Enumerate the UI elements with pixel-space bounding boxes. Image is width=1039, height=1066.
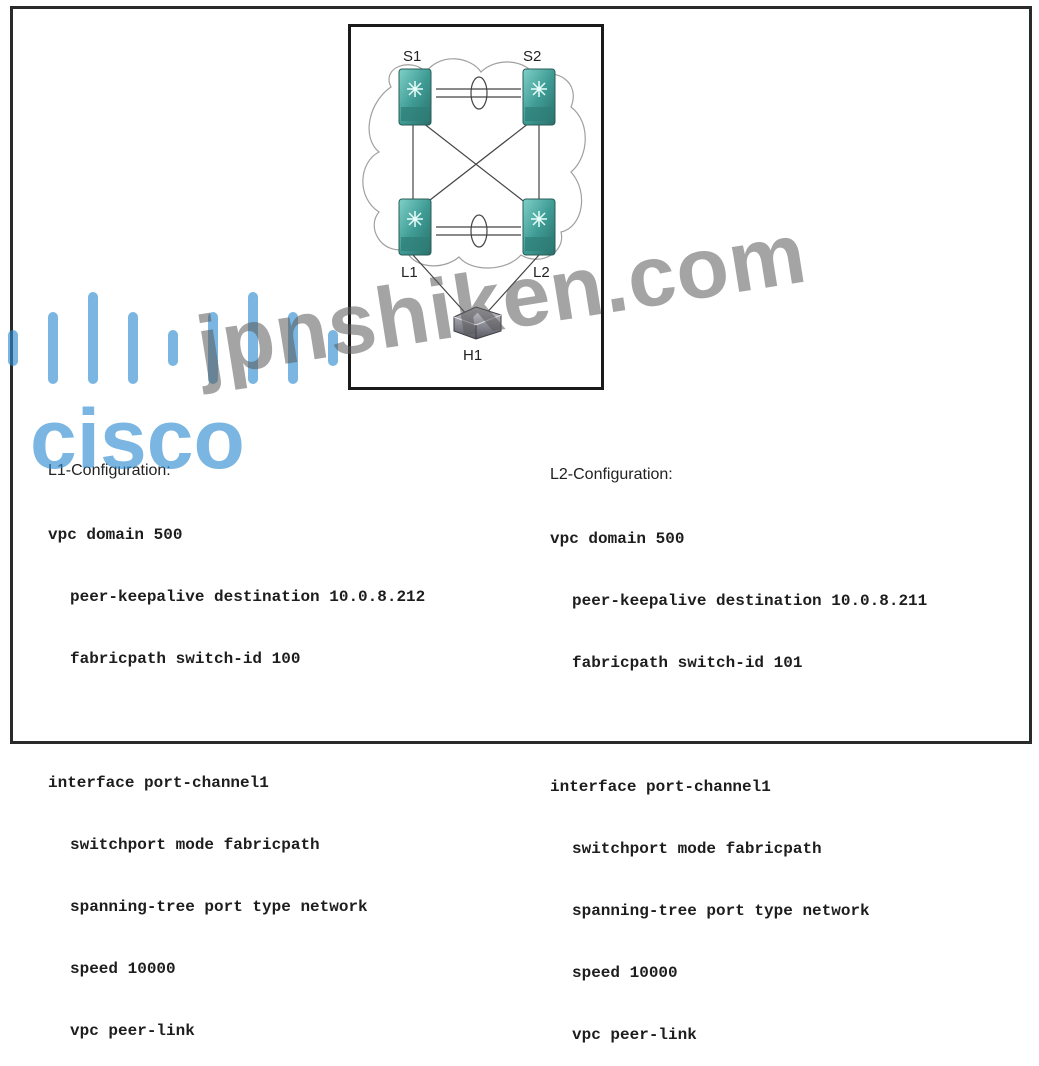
label-h1: H1 (463, 347, 482, 364)
topology-svg: S1 S2 L1 L2 H1 (362, 48, 586, 364)
l1-config-title: L1-Configuration: (48, 462, 171, 479)
l2-config-line: peer-keepalive destination 10.0.8.211 (572, 592, 928, 610)
port-channel-ellipse-top (470, 76, 488, 110)
host-h1-icon (453, 306, 502, 340)
l1-config-line: vpc peer-link (70, 1022, 195, 1040)
switch-l1-icon (398, 198, 432, 256)
l2-config-line: switchport mode fabricpath (572, 840, 822, 858)
l1-config-line: vpc domain 500 (48, 526, 183, 544)
label-s2: S2 (523, 48, 541, 65)
l2-config-line: interface port-channel1 (550, 778, 771, 796)
fabric-cloud (362, 58, 586, 269)
l1-config-line: spanning-tree port type network (70, 898, 368, 916)
switch-l2-icon (522, 198, 556, 256)
l1-config-line: interface port-channel1 (48, 774, 269, 792)
l2-config-line: speed 10000 (572, 964, 678, 982)
l2-config-block: L2-Configuration: vpc domain 500 peer-ke… (550, 428, 927, 1066)
label-l2: L2 (533, 264, 550, 281)
l2-config-line: vpc peer-link (572, 1026, 697, 1044)
l2-config-line: vpc domain 500 (550, 530, 685, 548)
links (412, 88, 540, 318)
label-s1: S1 (403, 48, 421, 65)
switch-s1-icon (398, 68, 432, 126)
l1-config-line: switchport mode fabricpath (70, 836, 320, 854)
topology-diagram: S1 S2 L1 L2 H1 (348, 24, 604, 390)
l2-config-line: fabricpath switch-id 101 (572, 654, 803, 672)
switch-s2-icon (522, 68, 556, 126)
l1-config-line: peer-keepalive destination 10.0.8.212 (70, 588, 426, 606)
l2-config-title: L2-Configuration: (550, 466, 673, 483)
port-channel-ellipse-bottom (470, 214, 488, 248)
label-l1: L1 (401, 264, 418, 281)
l1-config-block: L1-Configuration: vpc domain 500 peer-ke… (48, 424, 425, 1062)
l1-config-line: fabricpath switch-id 100 (70, 650, 301, 668)
l2-config-line: spanning-tree port type network (572, 902, 870, 920)
l1-config-line: speed 10000 (70, 960, 176, 978)
